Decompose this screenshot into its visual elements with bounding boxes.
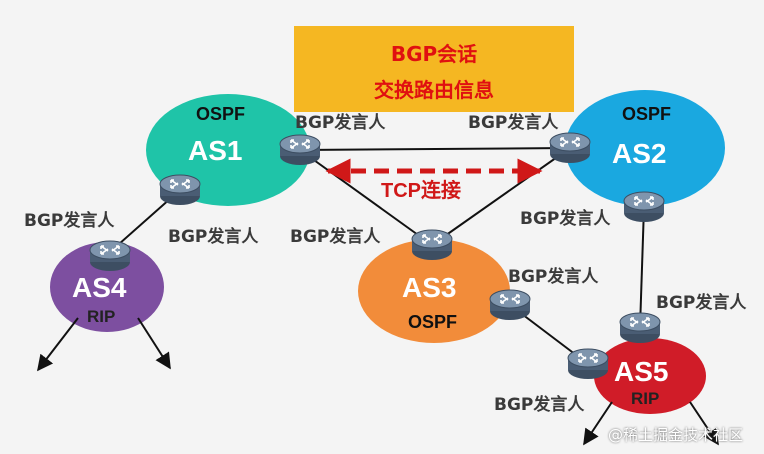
bgp-speaker-label: BGP发言人 (290, 227, 381, 247)
link-as1-as3 (299, 149, 433, 246)
as2-cloud (565, 90, 725, 206)
router-icon (623, 191, 665, 223)
router-icon (549, 132, 591, 164)
banner-line-2: 交换路由信息 (374, 78, 494, 102)
as5-name: AS5 (614, 356, 669, 387)
watermark: @稀土掘金技术社区 (608, 426, 744, 444)
router-icon (411, 229, 453, 261)
as4-name: AS4 (72, 272, 127, 303)
as4-external-arrow-left (37, 317, 79, 372)
as1-name: AS1 (188, 135, 243, 166)
as5-cloud (594, 338, 706, 414)
as5-external-arrow-right (689, 401, 719, 446)
as3-name: AS3 (402, 272, 457, 303)
link-as2-as3 (431, 147, 571, 246)
tcp-connection-label: TCP连接 (381, 180, 461, 202)
as3-protocol: OSPF (408, 312, 458, 332)
bgp-speaker-label: BGP发言人 (520, 209, 611, 229)
router-icon (89, 240, 131, 272)
as4-protocol: RIP (87, 307, 116, 326)
bgp-speaker-label: BGP发言人 (24, 211, 115, 231)
as3-cloud (358, 239, 510, 343)
router-icon (619, 312, 661, 344)
as1-protocol: OSPF (196, 104, 246, 124)
as5-protocol: RIP (631, 389, 660, 408)
router-icon (489, 289, 531, 321)
as2-protocol: OSPF (622, 104, 672, 124)
router-icon (159, 174, 201, 206)
as5-external-arrow-left (583, 401, 613, 446)
as4-cloud (50, 242, 164, 332)
link-as2-as5 (639, 206, 645, 329)
router-icon (567, 348, 609, 380)
as2-name: AS2 (612, 138, 667, 169)
router-icon (279, 134, 321, 166)
banner-line-1: BGP会话 (390, 42, 478, 66)
bgp-session-banner: BGP会话 交换路由信息 (294, 26, 574, 112)
bgp-speaker-label: BGP发言人 (494, 395, 585, 415)
bgp-speaker-label: BGP发言人 (468, 113, 559, 133)
bgp-speaker-label: BGP发言人 (656, 293, 747, 313)
bgp-speaker-label: BGP发言人 (168, 227, 259, 247)
bgp-speaker-label: BGP发言人 (295, 113, 386, 133)
as4-external-arrow-right (137, 317, 171, 370)
bgp-speaker-label: BGP发言人 (508, 267, 599, 287)
link-as1-as2 (299, 147, 571, 151)
